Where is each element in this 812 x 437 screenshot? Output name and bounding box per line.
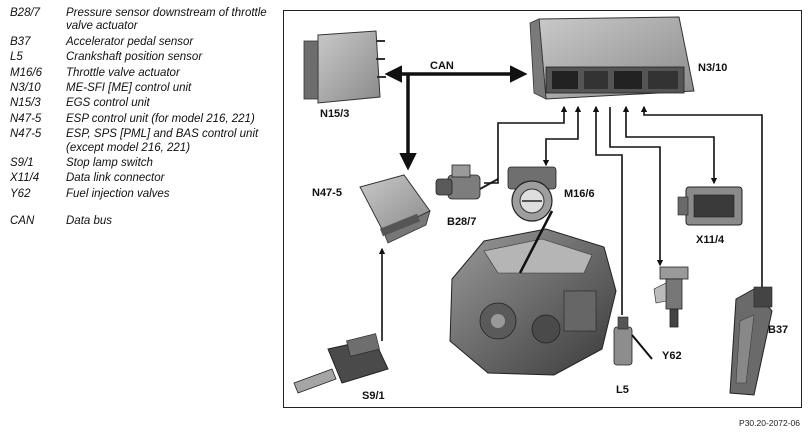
legend-code: B37 [10, 35, 31, 48]
x11-4-label: X11/4 [696, 234, 725, 246]
l5-label: L5 [616, 384, 629, 396]
m16-6-signal-arrow [542, 105, 582, 167]
b28-7-label: B28/7 [447, 216, 476, 228]
legend-row: L5 Crankshaft position sensor [10, 51, 270, 64]
legend-code: M16/6 [10, 66, 42, 79]
legend-desc: ESP, SPS [PML] and BAS control unit (exc… [66, 128, 259, 154]
legend-row: N15/3 EGS control unit [10, 97, 270, 110]
b28-7-pressure-sensor-icon [435, 164, 499, 200]
legend-row: CAN Data bus [10, 215, 270, 228]
x11-4-signal-arrow [622, 105, 718, 185]
legend-code: Y62 [10, 187, 31, 200]
legend-desc: ME-SFI [ME] control unit [66, 82, 192, 95]
n47-5-label: N47-5 [312, 187, 342, 199]
s9-1-label: S9/1 [362, 390, 385, 402]
legend-row: X11/4 Data link connector [10, 172, 270, 185]
legend-row: N47-5 ESP control unit (for model 216, 22… [10, 113, 270, 126]
legend-code: S9/1 [10, 157, 34, 170]
legend-desc: Crankshaft position sensor [66, 51, 203, 64]
n3-10-control-unit-icon [529, 16, 695, 100]
s9-1-stop-lamp-switch-icon [293, 333, 389, 394]
y62-label: Y62 [662, 350, 682, 362]
m16-6-label: M16/6 [564, 188, 595, 200]
legend-desc: Throttle valve actuator [66, 66, 180, 79]
y62-signal-arrow [609, 107, 664, 267]
b37-signal-arrow [640, 105, 763, 287]
legend-code: X11/4 [10, 172, 40, 185]
n15-3-label: N15/3 [320, 108, 349, 120]
legend-row: N47-5 ESP, SPS [PML] and BAS control unit… [10, 128, 270, 155]
legend-desc: Data bus [66, 215, 113, 228]
legend-row: M16/6 Throttle valve actuator [10, 67, 270, 80]
reference-code: P30.20-2072-06 [739, 418, 800, 428]
legend-desc: Stop lamp switch [66, 157, 153, 170]
legend-code: B28/7 [10, 7, 41, 19]
n3-10-label: N3/10 [698, 62, 727, 74]
throttle-pointer-line [518, 210, 554, 274]
legend-code: CAN [10, 215, 35, 228]
legend-desc: ESP control unit (for model 216, 221) [66, 112, 255, 125]
legend-row: N3/10 ME-SFI [ME] control unit [10, 82, 270, 95]
legend: B28/7 Pressure sensor downstream of throt… [10, 7, 270, 231]
diagram-canvas: N3/10 N15/3 CAN N47-5 B28/7 [293, 16, 788, 402]
n47-5-control-unit-icon [359, 174, 431, 244]
l5-pointer-line [631, 334, 653, 360]
legend-code: L5 [10, 51, 23, 64]
b37-label: B37 [768, 324, 788, 336]
legend-row: B28/7 Pressure sensor downstream of throt… [10, 7, 270, 34]
legend-desc: Pressure sensor downstream of throttle v… [66, 7, 267, 33]
can-label: CAN [430, 60, 454, 72]
legend-row: S9/1 Stop lamp switch [10, 157, 270, 170]
legend-code: N47-5 [10, 128, 42, 141]
legend-code: N47-5 [10, 112, 42, 125]
n15-3-control-unit-icon [303, 30, 386, 104]
x11-4-data-link-connector-icon [677, 186, 743, 226]
legend-code: N15/3 [10, 97, 41, 110]
engine-icon [449, 228, 617, 376]
diagram-frame: N3/10 N15/3 CAN N47-5 B28/7 [283, 10, 802, 408]
legend-row: B37 Accelerator pedal sensor [10, 36, 270, 49]
m16-6-throttle-valve-icon [507, 166, 557, 222]
legend-desc: EGS control unit [66, 97, 150, 110]
l5-crankshaft-sensor-icon [613, 316, 633, 366]
legend-desc: Data link connector [66, 172, 165, 185]
legend-row: Y62 Fuel injection valves [10, 188, 270, 201]
legend-desc: Accelerator pedal sensor [66, 35, 194, 48]
legend-code: N3/10 [10, 82, 41, 95]
l5-signal-arrow [592, 105, 623, 315]
y62-fuel-injector-icon [653, 266, 689, 328]
legend-desc: Fuel injection valves [66, 187, 170, 200]
b37-accelerator-pedal-icon [729, 286, 773, 396]
